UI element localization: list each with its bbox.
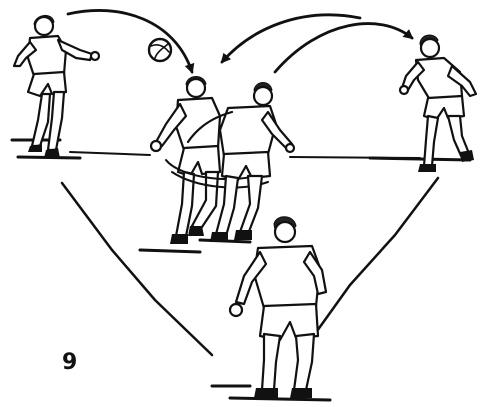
player-center-front [140,77,220,253]
player-right-receiver [370,35,476,172]
top-guide-line-left [70,152,150,155]
right-guide-line [312,178,438,338]
player-bottom-waiting [212,217,330,400]
arrow-center-to-right [275,24,412,72]
arrow-left-to-center [68,10,192,72]
player-left-thrower [12,15,99,158]
pass-trajectory-arrows [68,10,412,72]
ball-icon [149,39,171,61]
figure-number: 9 [62,352,77,374]
